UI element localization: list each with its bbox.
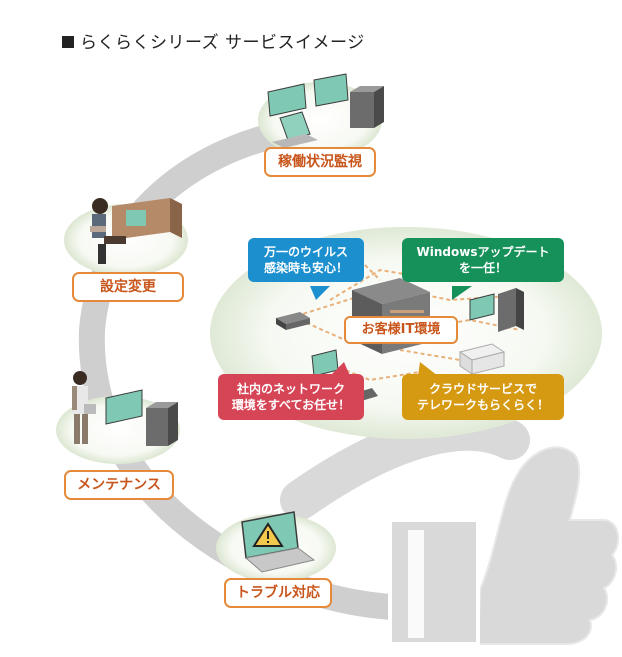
bubble-cloud-line1: クラウドサービスで bbox=[428, 382, 537, 396]
square-bullet-icon bbox=[62, 36, 74, 48]
bubble-tail-cloud bbox=[418, 362, 438, 376]
right-server-icon bbox=[469, 288, 524, 332]
it-environment-label: お客様IT環境 bbox=[344, 316, 458, 344]
person-at-desk-icon bbox=[90, 198, 182, 264]
monitor-pc-icon bbox=[267, 73, 384, 148]
step-label-maintenance: メンテナンス bbox=[64, 470, 174, 500]
bubble-network-line2: 環境をすべてお任せ！ bbox=[231, 398, 351, 412]
bubble-tail-virus bbox=[310, 286, 330, 300]
bubble-virus-line1: 万一のウイルス bbox=[263, 245, 348, 259]
step-label-monitoring: 稼働状況監視 bbox=[264, 147, 376, 177]
maintenance-person-icon bbox=[72, 371, 178, 446]
step-label-trouble: トラブル対応 bbox=[224, 578, 332, 608]
cycle-ring bbox=[78, 117, 313, 588]
bubble-network: 社内のネットワーク 環境をすべてお任せ！ bbox=[218, 374, 364, 420]
bubble-cloud-line2: テレワークもらくらく！ bbox=[416, 398, 549, 412]
step-label-settings: 設定変更 bbox=[72, 272, 184, 302]
bubble-tail-network bbox=[330, 362, 350, 376]
network-router-icon bbox=[276, 312, 310, 330]
bubble-windows-line2: を一任！ bbox=[458, 261, 507, 275]
bubble-virus: 万一のウイルス 感染時も安心！ bbox=[248, 238, 364, 282]
bubble-cloud: クラウドサービスで テレワークもらくらく！ bbox=[402, 374, 564, 420]
bubble-network-line1: 社内のネットワーク bbox=[236, 382, 345, 396]
printer-icon bbox=[458, 343, 506, 375]
page-title-text: らくらくシリーズ サービスイメージ bbox=[80, 33, 365, 53]
bubble-windows: Windowsアップデート を一任！ bbox=[402, 238, 564, 282]
warning-laptop-icon bbox=[241, 511, 316, 573]
bubble-tail-windows bbox=[452, 286, 472, 300]
bubble-virus-line2: 感染時も安心！ bbox=[263, 261, 348, 275]
bubble-windows-line1: Windowsアップデート bbox=[416, 245, 550, 259]
page-title: らくらくシリーズ サービスイメージ bbox=[62, 28, 365, 53]
